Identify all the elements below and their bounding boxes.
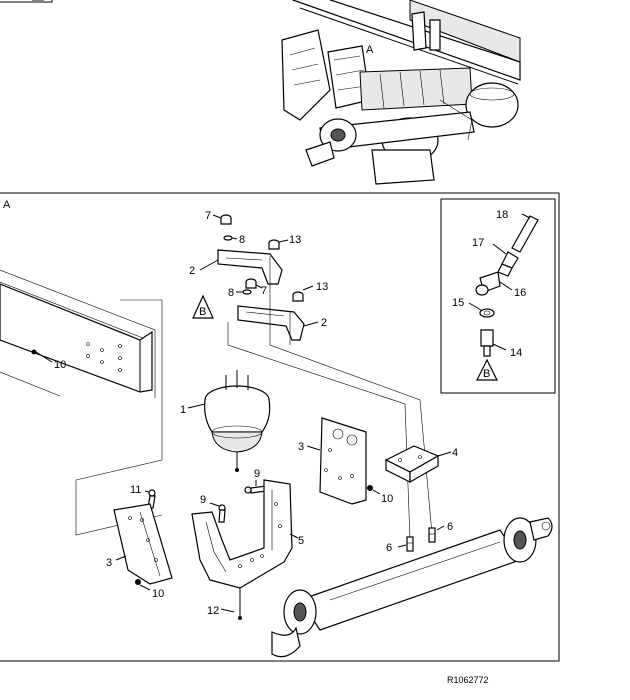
callout-10-frame: 10	[54, 359, 66, 371]
fitting-16	[475, 271, 501, 296]
air-spring	[204, 370, 271, 472]
callout-16: 16	[514, 287, 526, 299]
callout-8-top: 8	[239, 234, 245, 246]
fitting-14	[480, 329, 494, 357]
view-marker-label: A	[366, 44, 374, 56]
u-bolt-right	[428, 527, 436, 543]
callout-9-lower: 9	[200, 494, 206, 506]
hanger-plate-right	[319, 417, 367, 505]
reference-b-triangle-main: B	[192, 294, 214, 319]
callout-1: 1	[180, 404, 186, 416]
axle-bracket	[191, 479, 293, 589]
axle	[271, 517, 553, 658]
frame-rail	[0, 269, 163, 536]
callout-15: 15	[452, 297, 464, 309]
callout-12: 12	[207, 605, 219, 617]
inset-detail-box	[440, 198, 556, 394]
frame-bolt-hole	[31, 349, 37, 355]
callout-7-top: 7	[205, 210, 211, 222]
fitting-17	[497, 251, 519, 277]
hanger-plate-left	[113, 503, 173, 585]
lower-spring-bracket	[237, 305, 305, 341]
upper-spring-bracket	[217, 249, 283, 285]
callout-3-left: 3	[106, 557, 112, 569]
callout-3-right: 3	[298, 441, 304, 453]
callout-7-lower: 7	[261, 285, 267, 297]
bolt-9-lower	[218, 504, 226, 523]
callout-4: 4	[452, 447, 458, 459]
detail-view-frame	[0, 192, 560, 662]
top-left-frame-fragment	[0, 0, 53, 3]
callout-13-top: 13	[289, 234, 301, 246]
detail-view-label: A	[3, 199, 11, 211]
axle-pad	[384, 445, 440, 484]
bolt-12	[238, 616, 242, 620]
callout-2-lower: 2	[321, 317, 327, 329]
callout-2-upper: 2	[189, 265, 195, 277]
fitting-15	[479, 308, 495, 318]
callout-10-left: 10	[152, 588, 164, 600]
nut-lower-left	[245, 278, 257, 289]
svg-text:B: B	[483, 368, 490, 380]
washer-lower	[242, 289, 252, 295]
overview-illustration	[281, 0, 521, 185]
frame-holes	[86, 342, 122, 372]
callout-9-upper: 9	[254, 468, 260, 480]
callout-8-lower: 8	[228, 287, 234, 299]
callout-6-right: 6	[447, 521, 453, 533]
u-bolt-left	[406, 536, 414, 552]
callout-10-right: 10	[381, 493, 393, 505]
bolt-9-upper	[244, 485, 267, 494]
washer-top	[223, 235, 233, 241]
nut-lower-right	[292, 291, 304, 302]
bolt-plate-right	[367, 485, 373, 491]
callout-14: 14	[510, 347, 522, 359]
callout-17: 17	[472, 237, 484, 249]
nut-top-right	[268, 239, 280, 250]
drawing-reference-number: R1062772	[447, 675, 489, 685]
callout-11: 11	[130, 484, 141, 496]
callout-5: 5	[298, 535, 304, 547]
fitting-18	[511, 215, 539, 253]
nut-top-left	[220, 214, 232, 225]
callout-13-lower: 13	[316, 281, 328, 293]
reference-b-triangle-inset: B	[476, 358, 498, 381]
svg-text:B: B	[199, 306, 206, 318]
bolt-plate-left	[135, 579, 141, 585]
callout-6-left: 6	[386, 542, 392, 554]
callout-18: 18	[496, 209, 508, 221]
